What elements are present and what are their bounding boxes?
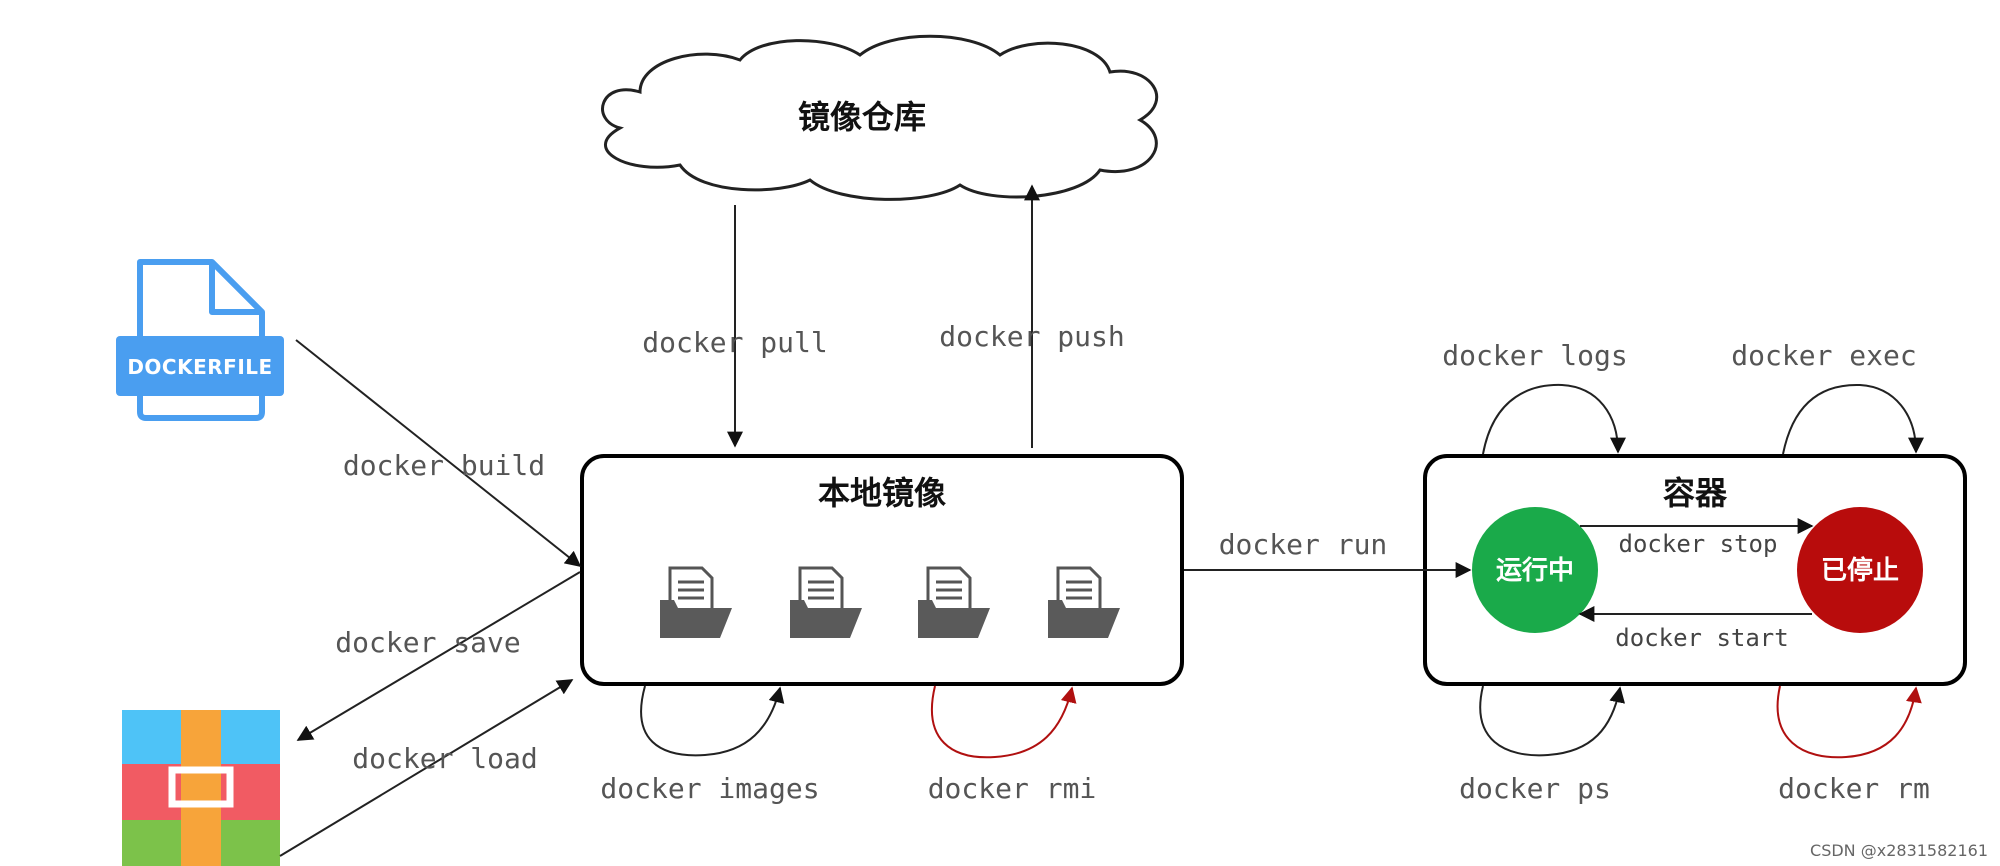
archive-icon	[122, 710, 280, 866]
rmi-label: docker rmi	[928, 772, 1097, 805]
stopped-state	[1797, 507, 1923, 633]
registry-label: 镜像仓库	[798, 98, 926, 136]
ps-loop-arrow	[1479, 685, 1626, 757]
load-arrow	[279, 679, 574, 857]
registry-cloud: 镜像仓库	[601, 34, 1159, 201]
save-label: docker save	[335, 626, 520, 659]
images-loop-arrow	[640, 685, 785, 757]
start-label: docker start	[1615, 624, 1788, 652]
load-label: docker load	[352, 742, 537, 775]
push-label: docker push	[939, 320, 1124, 353]
pull-label: docker pull	[642, 326, 827, 359]
local-images-label: 本地镜像	[818, 474, 946, 512]
images-label: docker images	[600, 772, 819, 805]
stop-label: docker stop	[1619, 530, 1778, 558]
save-arrow	[296, 571, 581, 741]
running-label: 运行中	[1496, 555, 1574, 586]
stopped-label: 已停止	[1821, 555, 1899, 586]
ps-label: docker ps	[1459, 772, 1611, 805]
dockerfile-icon: DOCKERFILE	[116, 259, 284, 421]
dockerfile-label: DOCKERFILE	[127, 355, 272, 379]
build-arrow	[295, 339, 582, 567]
container-box: 容器 运行中 已停止	[1423, 454, 1967, 686]
logs-label: docker logs	[1442, 339, 1627, 372]
exec-loop-arrow	[1782, 383, 1924, 455]
container-label: 容器	[1663, 474, 1728, 512]
rm-loop-arrow	[1776, 685, 1922, 759]
rm-label: docker rm	[1778, 772, 1930, 805]
rmi-loop-arrow	[930, 685, 1077, 759]
run-label: docker run	[1219, 528, 1388, 561]
exec-label: docker exec	[1731, 339, 1916, 372]
build-label: docker build	[343, 449, 545, 482]
local-images-box: 本地镜像	[580, 454, 1184, 686]
running-state	[1472, 507, 1598, 633]
watermark: CSDN @x2831582161	[1810, 841, 1988, 860]
logs-loop-arrow	[1482, 383, 1626, 455]
